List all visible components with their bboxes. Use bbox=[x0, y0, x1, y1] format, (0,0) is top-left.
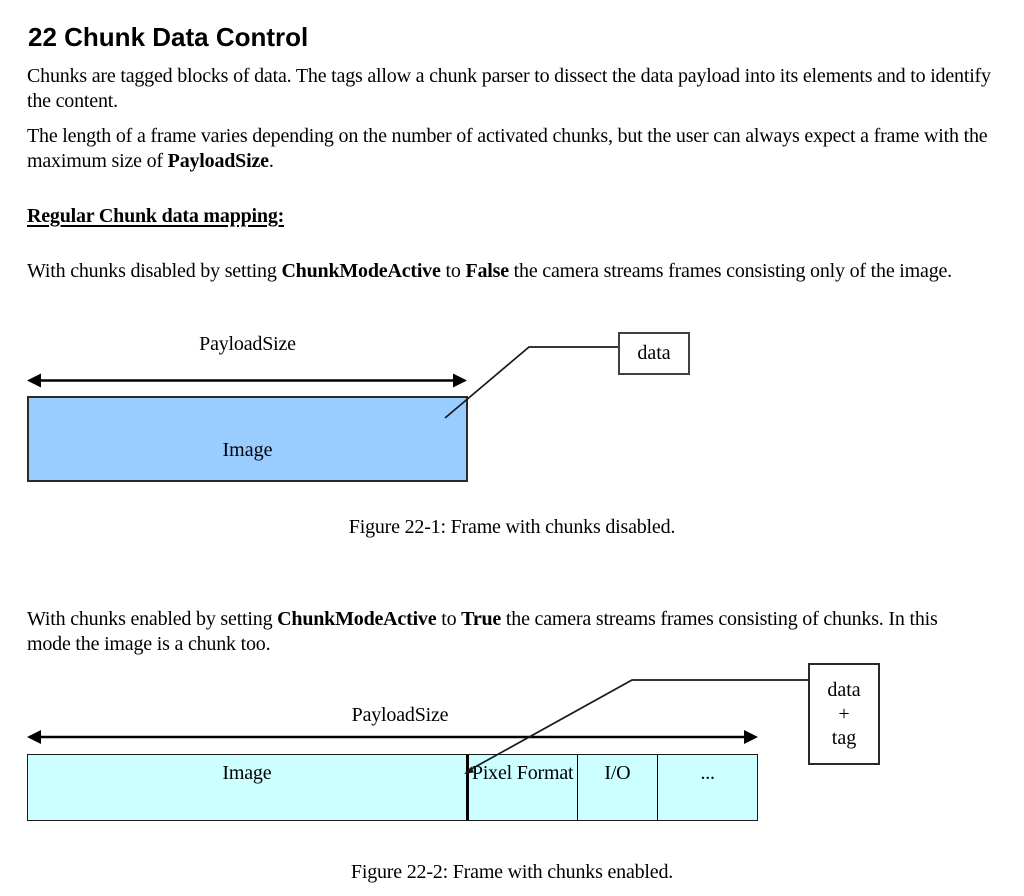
figure2-data-tag-callout-box: data + tag bbox=[808, 663, 880, 765]
figure1-caption: Figure 22-1: Frame with chunks disabled. bbox=[348, 516, 676, 538]
chunk-cell-pixel-format-label: Pixel Format bbox=[471, 762, 574, 784]
false-keyword: False bbox=[465, 260, 509, 282]
chunk-cell-ellipsis: ... bbox=[657, 755, 757, 820]
chunk-cell-image: Image bbox=[28, 755, 466, 820]
data-callout-connector-line bbox=[444, 346, 618, 419]
callout-line-tag: tag bbox=[831, 727, 857, 749]
figure1-image-block-label: Image bbox=[222, 438, 273, 461]
paragraph-run: the camera streams frames consisting onl… bbox=[508, 260, 953, 282]
figure2-payloadsize-label: PayloadSize bbox=[351, 704, 449, 726]
chunkmodeactive-keyword: ChunkModeActive bbox=[277, 608, 437, 630]
page-title: 22 Chunk Data Control bbox=[28, 22, 309, 53]
paragraph-run: With chunks disabled by setting bbox=[27, 260, 282, 282]
chunkmodeactive-keyword: ChunkModeActive bbox=[281, 260, 441, 282]
payloadsize-keyword: PayloadSize bbox=[167, 150, 269, 172]
section-heading: Regular Chunk data mapping: bbox=[27, 205, 285, 227]
chunks-disabled-paragraph: With chunks disabled by setting ChunkMod… bbox=[27, 259, 1002, 284]
chunk-cell-pixel-format: Pixel Format bbox=[465, 755, 577, 820]
arrow-right-head-icon bbox=[453, 373, 467, 388]
paragraph-run: . bbox=[268, 150, 274, 172]
figure2-caption: Figure 22-2: Frame with chunks enabled. bbox=[350, 861, 674, 883]
arrow-right-head-icon bbox=[744, 730, 758, 744]
chunk-cell-image-label: Image bbox=[222, 762, 272, 784]
paragraph-run: The length of a frame varies depending o… bbox=[27, 125, 988, 172]
intro-paragraph: Chunks are tagged blocks of data. The ta… bbox=[27, 65, 991, 112]
figure1-data-callout-label: data bbox=[637, 342, 671, 364]
paragraph-run: With chunks enabled by setting bbox=[27, 608, 278, 630]
arrow-left-head-icon bbox=[27, 730, 41, 744]
chunk-cell-io-label: I/O bbox=[604, 762, 631, 784]
callout-line-plus: + bbox=[838, 703, 850, 725]
chunks-enabled-paragraph: With chunks enabled by setting ChunkMode… bbox=[27, 607, 949, 657]
figure1-data-callout-box: data bbox=[618, 332, 690, 375]
figure1-image-block: Image bbox=[27, 396, 468, 482]
chunk-cell-ellipsis-label: ... bbox=[700, 762, 715, 784]
figure1-payloadsize-label: PayloadSize bbox=[199, 333, 296, 355]
figure2-chunk-frame: Image Pixel Format I/O ... bbox=[27, 754, 758, 821]
paragraph-run: the camera streams frames consisting of … bbox=[27, 608, 938, 655]
paragraph-run: to bbox=[440, 260, 466, 282]
callout-line-data: data bbox=[827, 679, 861, 701]
arrow-left-head-icon bbox=[27, 373, 41, 388]
payloadsize-paragraph: The length of a frame varies depending o… bbox=[27, 124, 1019, 174]
chunk-cell-io: I/O bbox=[576, 755, 658, 820]
true-keyword: True bbox=[461, 608, 502, 630]
paragraph-run: to bbox=[436, 608, 462, 630]
